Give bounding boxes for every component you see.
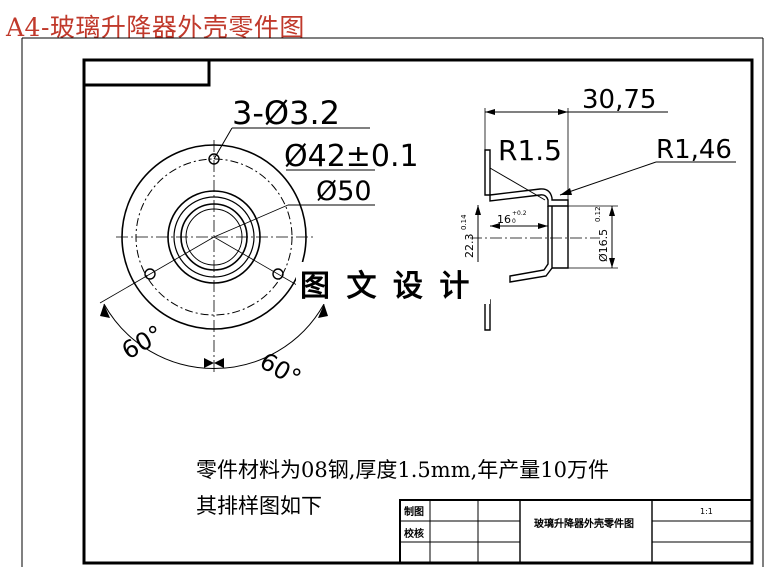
- dim-radius-inner: R1.5: [498, 134, 562, 167]
- dim-bolt-circle: Ø42±0.1: [284, 139, 419, 174]
- dim-width: 30,75: [582, 85, 656, 115]
- note-line-1: 零件材料为08钢,厚度1.5mm,年产量10万件: [196, 458, 610, 482]
- hole-top: [208, 153, 220, 165]
- leader-r15: [489, 167, 546, 201]
- hole-left: [144, 268, 156, 280]
- title-block-frame: [399, 499, 753, 564]
- radial-leader: [213, 204, 289, 238]
- title-part-name: 玻璃升降器外壳零件图: [534, 517, 634, 530]
- flange-wall-bottom: [484, 299, 491, 331]
- profile-outer: [552, 206, 569, 269]
- watermark-bg: [296, 262, 490, 304]
- front-view: [99, 127, 375, 375]
- dim-depth: 16: [497, 213, 511, 226]
- dim-height-tol: 0.14: [460, 214, 468, 230]
- dim-angle-right: 60°: [255, 347, 306, 393]
- profile-top: [489, 188, 569, 207]
- corner-box: [82, 58, 211, 87]
- leader-holes: [213, 127, 233, 160]
- dim-angle-left: 60°: [117, 320, 168, 366]
- leader-r146: [559, 161, 657, 196]
- profile-body: [509, 206, 553, 283]
- hole-right: [272, 268, 284, 280]
- drawing-border: [82, 58, 754, 565]
- dim-bore-tol: 0.12: [594, 206, 602, 222]
- title-block: [399, 499, 753, 564]
- title-scale: 1:1: [700, 507, 713, 516]
- dim-bore: Ø16.5: [597, 229, 610, 262]
- page-title: A4-玻璃升降器外壳零件图: [6, 13, 305, 42]
- angle-arrow-left: [100, 304, 110, 318]
- angle-arrow-mid-left: [204, 358, 214, 368]
- dim-height-left: 22.3: [463, 234, 476, 259]
- dim-outer-diameter: Ø50: [316, 176, 372, 207]
- dim-depth-tol-lower: 0: [512, 218, 516, 225]
- note-line-2: 其排样图如下: [196, 494, 322, 518]
- radial-left: [99, 236, 215, 304]
- flange-wall-top: [484, 149, 491, 196]
- dim-holes: 3-Ø3.2: [232, 94, 340, 132]
- watermark-text: 图 文 设 计: [300, 269, 472, 304]
- title-label-drawn: 制图: [404, 505, 424, 518]
- angle-arrow-mid-right: [214, 358, 224, 368]
- angle-arrow-right: [318, 304, 328, 318]
- dim-radius-outer: R1,46: [656, 135, 732, 165]
- angle-arc: [103, 303, 325, 369]
- dim-depth-tol-upper: +0.2: [512, 210, 527, 217]
- section-view: [470, 108, 736, 331]
- title-label-checked: 校核: [404, 527, 424, 540]
